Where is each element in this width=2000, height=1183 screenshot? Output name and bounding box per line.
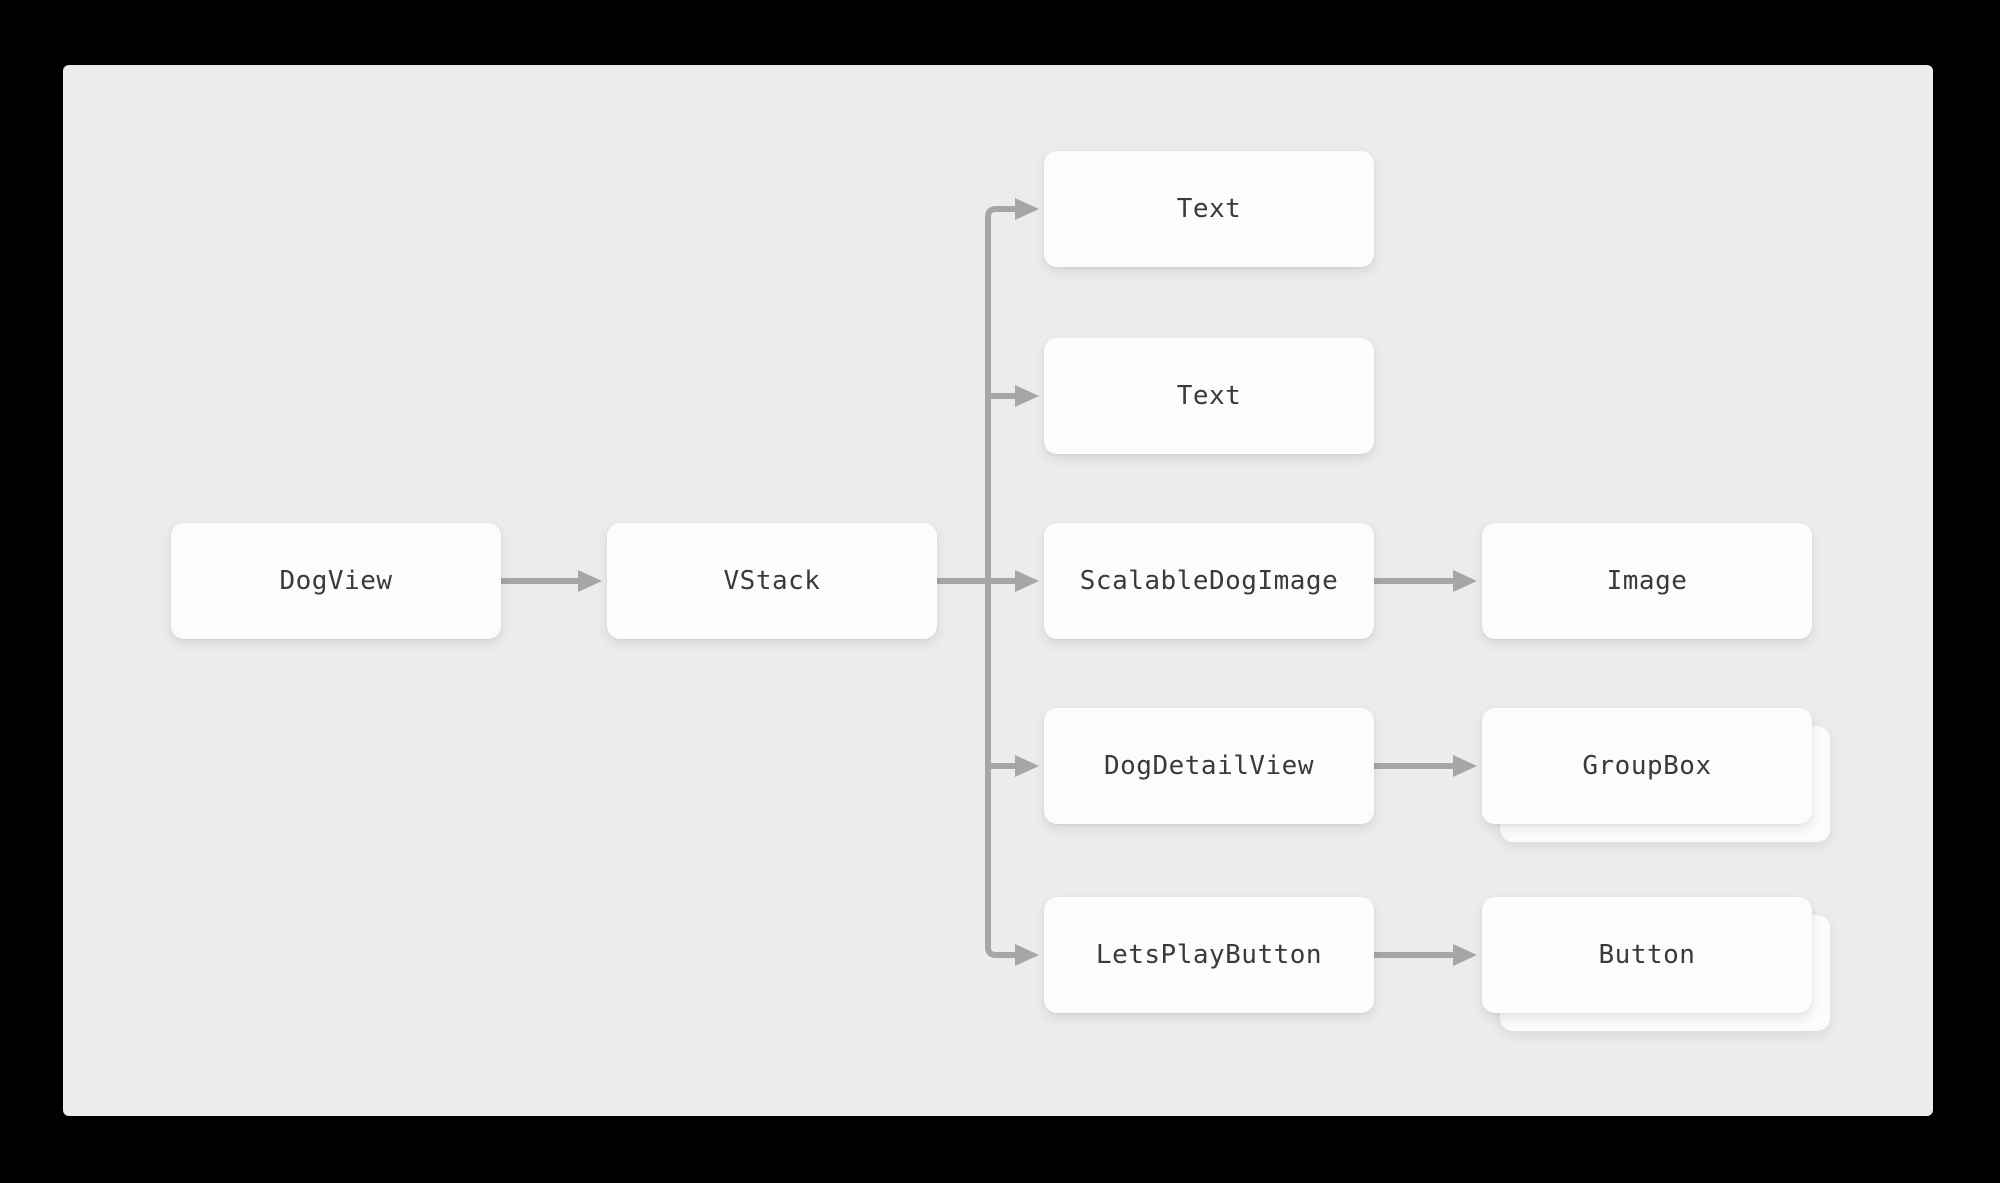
- node-letsplaybutton: LetsPlayButton: [1044, 897, 1374, 1013]
- arrowhead-button: [1453, 944, 1477, 966]
- node-text-1-label: Text: [1176, 194, 1242, 224]
- node-scalabledogimage-label: ScalableDogImage: [1079, 566, 1339, 596]
- arrowhead-lpb: [1015, 944, 1039, 966]
- node-groupbox-label: GroupBox: [1582, 751, 1712, 781]
- arrowhead-image: [1453, 570, 1477, 592]
- arrowhead-sdi: [1015, 570, 1039, 592]
- node-dogview-label: DogView: [279, 566, 393, 596]
- diagram-canvas: DogView VStack Text Text ScalableDogImag…: [63, 65, 1933, 1116]
- node-letsplaybutton-label: LetsPlayButton: [1095, 940, 1323, 970]
- node-dogdetailview: DogDetailView: [1044, 708, 1374, 824]
- node-image-label: Image: [1606, 566, 1688, 596]
- node-button: Button: [1482, 897, 1812, 1013]
- node-groupbox: GroupBox: [1482, 708, 1812, 824]
- node-vstack: VStack: [607, 523, 937, 639]
- node-dogview: DogView: [171, 523, 501, 639]
- node-button-label: Button: [1598, 940, 1696, 970]
- arrowhead-ddv: [1015, 755, 1039, 777]
- node-text-1: Text: [1044, 151, 1374, 267]
- arrowhead-vstack: [578, 570, 602, 592]
- node-image: Image: [1482, 523, 1812, 639]
- edge-layer: [501, 198, 1477, 966]
- arrowhead-text2: [1015, 385, 1039, 407]
- arrowhead-text1: [1015, 198, 1039, 220]
- arrowhead-groupbox: [1453, 755, 1477, 777]
- node-scalabledogimage: ScalableDogImage: [1044, 523, 1374, 639]
- node-vstack-label: VStack: [723, 566, 821, 596]
- node-text-2-label: Text: [1176, 381, 1242, 411]
- node-dogdetailview-label: DogDetailView: [1104, 751, 1314, 781]
- node-text-2: Text: [1044, 338, 1374, 454]
